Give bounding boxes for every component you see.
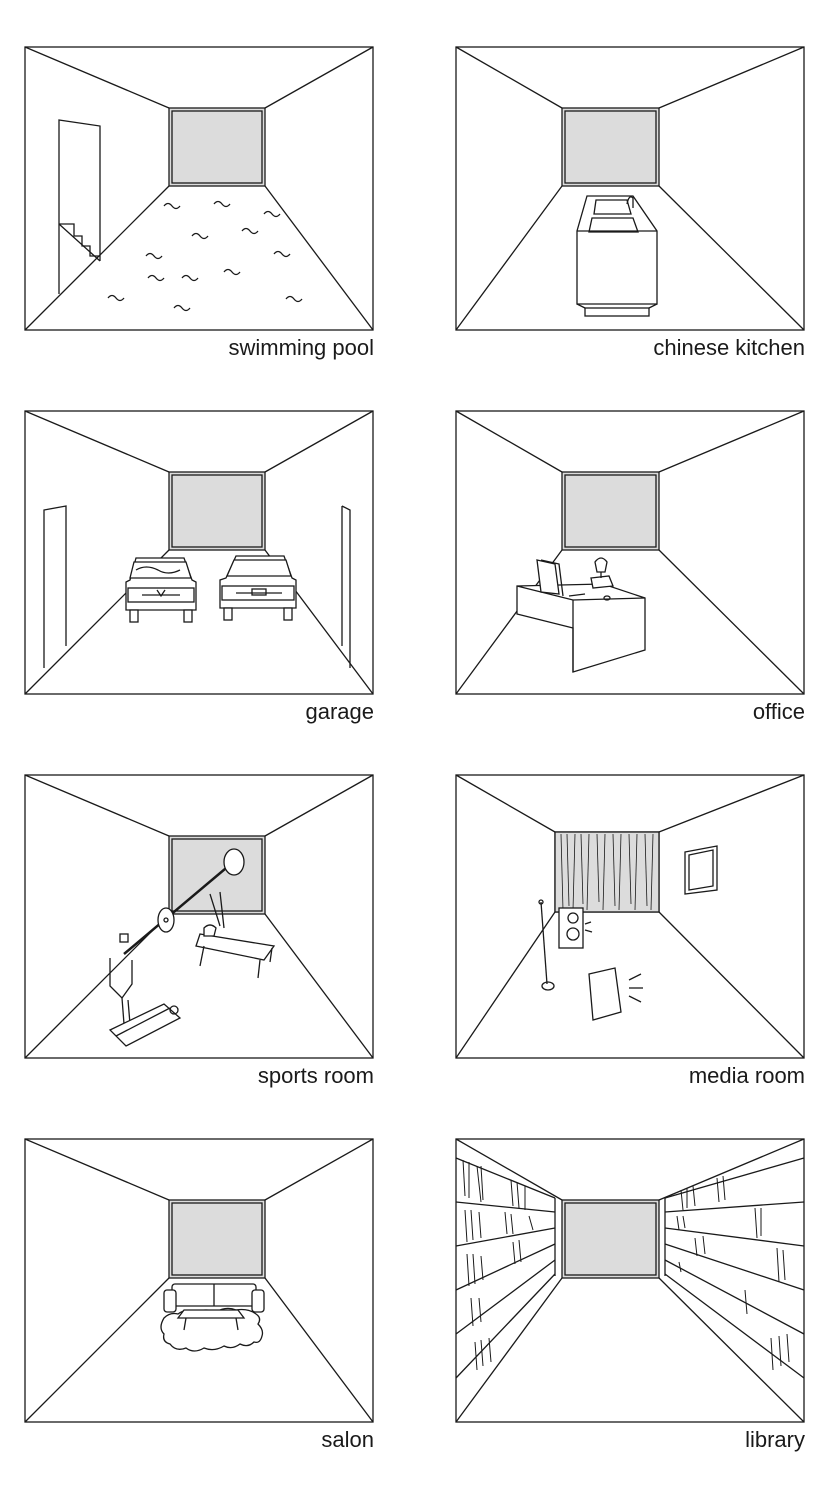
gym-equipment-icon [24,774,374,1064]
pool-icon [24,46,374,336]
room-panel-office: office [455,410,805,760]
cars-icon [24,410,374,700]
kitchen-island-icon [455,46,805,336]
room-label: salon [321,1427,374,1452]
room-label: swimming pool [228,335,375,360]
room-label: media room [688,1063,805,1088]
room-label: garage [305,699,374,724]
room-panel-garage: garage [24,410,374,760]
room-label: office [752,699,805,724]
room-panel-library: library [455,1138,805,1488]
desk-icon [455,410,805,700]
room-panel-sports-room: sports room [24,774,374,1124]
room-label: library [745,1427,805,1452]
sofa-icon [24,1138,374,1428]
speakers-icon [455,774,805,1064]
bookshelves-icon [455,1138,805,1428]
room-label: chinese kitchen [653,335,805,360]
room-panel-chinese-kitchen: chinese kitchen [455,46,805,396]
room-panel-salon: salon [24,1138,374,1488]
room-label: sports room [257,1063,374,1088]
room-panel-media-room: media room [455,774,805,1124]
room-panel-swimming-pool: swimming pool [24,46,374,396]
